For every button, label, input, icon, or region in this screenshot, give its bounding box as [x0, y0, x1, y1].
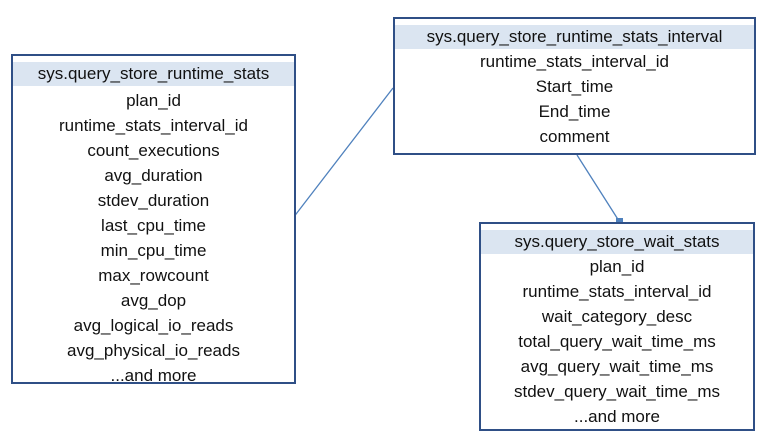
- field-list: plan_id runtime_stats_interval_id wait_c…: [481, 254, 753, 429]
- field-and-more: ...and more: [110, 366, 197, 385]
- connector-interval-to-wait-stats: [576, 154, 620, 222]
- field-wait-category-desc: wait_category_desc: [541, 307, 693, 326]
- field-avg-query-wait-time-ms: avg_query_wait_time_ms: [520, 357, 714, 376]
- field-list: runtime_stats_interval_id Start_time End…: [395, 49, 754, 149]
- field-avg-dop: avg_dop: [120, 291, 187, 310]
- field-start-time: Start_time: [535, 77, 614, 96]
- field-avg-physical-io-reads: avg_physical_io_reads: [67, 341, 240, 360]
- entity-query-store-wait-stats: sys.query_store_wait_stats plan_id runti…: [479, 222, 755, 431]
- connector-endpoint-wait-stats: [616, 218, 623, 224]
- field-runtime-stats-interval-id: runtime_stats_interval_id: [480, 52, 669, 71]
- field-runtime-stats-interval-id: runtime_stats_interval_id: [522, 282, 712, 301]
- field-avg-duration: avg_duration: [104, 166, 203, 185]
- field-stdev-duration: stdev_duration: [97, 191, 210, 210]
- connector-interval-to-runtime-stats: [292, 87, 394, 219]
- field-last-cpu-time: last_cpu_time: [101, 216, 206, 235]
- field-plan-id: plan_id: [126, 91, 181, 110]
- field-comment: comment: [539, 127, 610, 146]
- entity-query-store-runtime-stats: sys.query_store_runtime_stats plan_id ru…: [11, 54, 296, 385]
- field-total-query-wait-time-ms: total_query_wait_time_ms: [518, 332, 716, 351]
- field-avg-logical-io-reads: avg_logical_io_reads: [73, 316, 234, 335]
- entity-title: sys.query_store_runtime_stats_interval: [395, 25, 754, 49]
- entity-title: sys.query_store_runtime_stats: [13, 62, 294, 86]
- field-list: plan_id runtime_stats_interval_id count_…: [13, 86, 294, 388]
- entity-query-store-runtime-stats-interval: sys.query_store_runtime_stats_interval r…: [393, 17, 756, 155]
- field-end-time: End_time: [538, 102, 611, 121]
- entity-title: sys.query_store_wait_stats: [481, 230, 753, 254]
- field-stdev-query-wait-time-ms: stdev_query_wait_time_ms: [514, 382, 720, 401]
- field-and-more: ...and more: [574, 407, 660, 426]
- field-count-executions: count_executions: [87, 141, 220, 160]
- field-max-rowcount: max_rowcount: [98, 266, 209, 285]
- field-plan-id: plan_id: [589, 257, 645, 276]
- field-min-cpu-time: min_cpu_time: [100, 241, 207, 260]
- field-runtime-stats-interval-id: runtime_stats_interval_id: [59, 116, 248, 135]
